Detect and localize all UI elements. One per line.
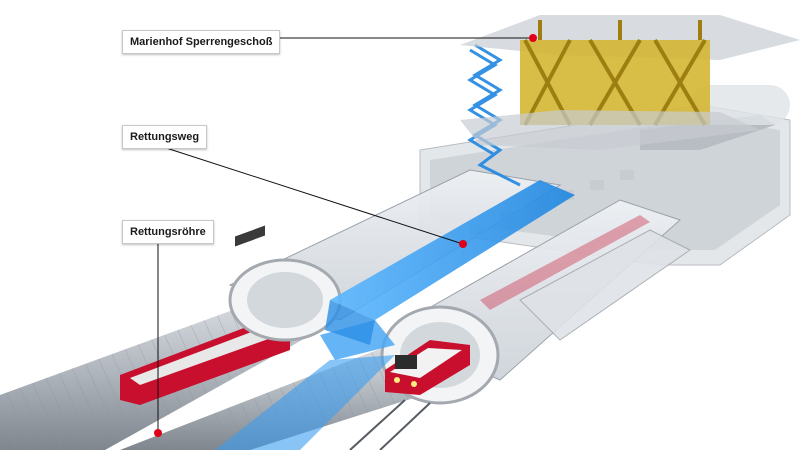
callout-rettungsroehre: Rettungsröhre: [122, 220, 214, 244]
callout-rettungsweg: Rettungsweg: [122, 125, 208, 149]
train-left: [120, 225, 290, 405]
marker-rettungsweg: [459, 240, 467, 248]
leader-lines: [157, 37, 533, 433]
rails: [349, 399, 431, 450]
marker-rettungsroehre: [154, 429, 162, 437]
callout-marienhof-sperrengeschoss: Marienhof Sperrengeschoß: [122, 30, 281, 54]
sperrengeschoss-structure: [460, 15, 800, 150]
rettungsweg-corridor: [215, 180, 575, 450]
marker-marienhof: [529, 34, 537, 42]
train-right: [385, 340, 470, 395]
